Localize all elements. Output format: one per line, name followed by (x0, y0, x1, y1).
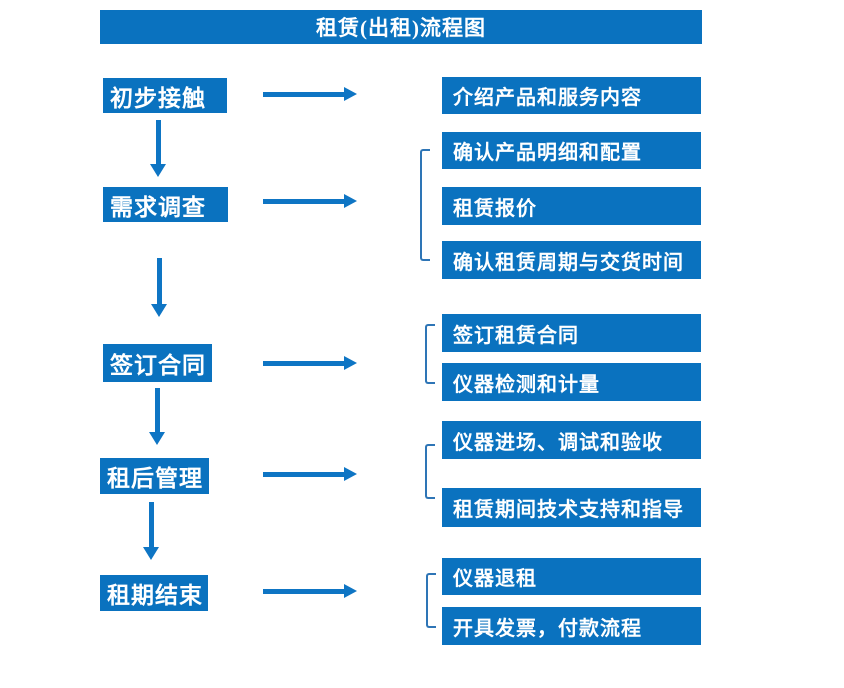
arrow-shaft (263, 588, 344, 594)
arrow-head (150, 164, 166, 177)
step-box-demand-survey: 需求调查 (103, 187, 228, 222)
arrow-shaft (154, 388, 160, 432)
right-arrow-4 (263, 467, 357, 481)
group-bracket-2 (425, 324, 435, 384)
step-box-initial-contact: 初步接触 (103, 78, 227, 113)
arrow-shaft (263, 91, 344, 97)
arrow-shaft (263, 471, 344, 477)
down-arrow-1 (150, 120, 166, 177)
right-arrow-5 (263, 584, 357, 598)
arrow-head (143, 547, 159, 560)
flowchart-title: 租赁(出租)流程图 (100, 10, 702, 44)
right-arrow-3 (263, 356, 357, 370)
detail-box-confirm-rental-period-delivery: 确认租赁周期与交货时间 (442, 241, 701, 279)
detail-box-instrument-return: 仪器退租 (442, 558, 701, 595)
detail-box-instrument-setup-acceptance: 仪器进场、调试和验收 (442, 421, 701, 459)
arrow-head (344, 194, 357, 208)
detail-box-invoice-payment: 开具发票，付款流程 (442, 607, 701, 645)
arrow-shaft (148, 502, 154, 547)
down-arrow-2 (151, 258, 167, 317)
step-box-rental-end: 租期结束 (100, 575, 208, 611)
down-arrow-3 (149, 388, 165, 445)
detail-box-instrument-testing-metering: 仪器检测和计量 (442, 363, 701, 401)
group-bracket-3 (425, 444, 435, 499)
arrow-shaft (156, 258, 162, 304)
arrow-shaft (155, 120, 161, 164)
arrow-head (344, 467, 357, 481)
down-arrow-4 (143, 502, 159, 560)
right-arrow-2 (263, 194, 357, 208)
arrow-head (344, 584, 357, 598)
detail-box-technical-support: 租赁期间技术支持和指导 (442, 488, 701, 527)
detail-box-confirm-product-details: 确认产品明细和配置 (442, 132, 701, 169)
arrow-head (344, 87, 357, 101)
group-bracket-1 (420, 149, 430, 261)
arrow-shaft (263, 360, 344, 366)
detail-box-rental-quotation: 租赁报价 (442, 187, 701, 225)
detail-box-sign-rental-contract: 签订租赁合同 (442, 314, 701, 352)
step-box-post-rental-management: 租后管理 (100, 458, 209, 494)
group-bracket-4 (426, 573, 436, 628)
arrow-head (149, 432, 165, 445)
step-box-sign-contract: 签订合同 (103, 344, 212, 382)
arrow-head (344, 356, 357, 370)
right-arrow-1 (263, 87, 357, 101)
detail-box-introduce-products: 介绍产品和服务内容 (442, 77, 701, 114)
arrow-head (151, 304, 167, 317)
arrow-shaft (263, 198, 344, 204)
